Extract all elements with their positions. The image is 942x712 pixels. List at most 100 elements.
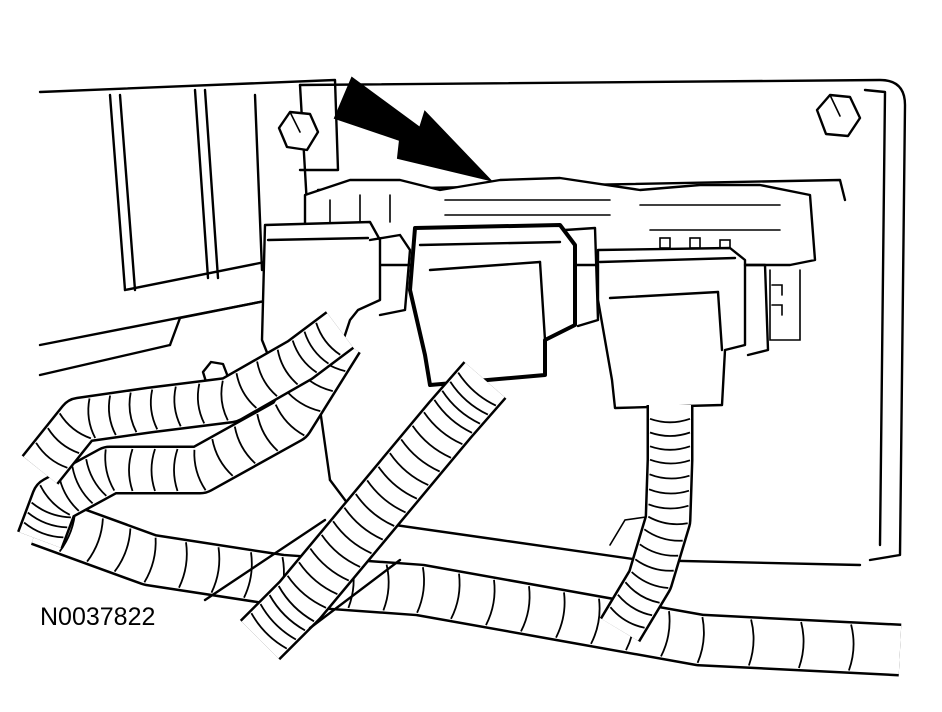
right-connector bbox=[596, 246, 770, 410]
left-harness-upper-ring bbox=[235, 373, 257, 409]
bottom-harness bbox=[30, 495, 902, 677]
center-harness-ring bbox=[309, 547, 350, 582]
right-harness-ring bbox=[649, 445, 691, 451]
right-harness-ring bbox=[649, 431, 691, 437]
center-harness-ring bbox=[277, 585, 315, 623]
bottom-harness-ring bbox=[178, 542, 188, 589]
mounting-bolt-right bbox=[815, 93, 862, 138]
left-harness-lower bbox=[17, 327, 361, 549]
center-harness bbox=[239, 361, 507, 661]
figure-id-label: N0037822 bbox=[40, 603, 156, 631]
center-harness-ring bbox=[250, 612, 288, 650]
leader-line bbox=[203, 518, 327, 602]
center-harness-ring bbox=[298, 561, 338, 596]
left-harness-upper-ring bbox=[149, 389, 159, 430]
leader-line-2 bbox=[308, 558, 402, 630]
right-harness-ring bbox=[648, 503, 689, 510]
left-harness-lower-ring bbox=[71, 466, 94, 505]
bottom-harness-ring bbox=[660, 610, 671, 657]
left-harness-lower-ring bbox=[104, 449, 116, 492]
left-harness-lower-ring bbox=[39, 484, 71, 516]
bottom-harness-ring bbox=[798, 621, 805, 669]
center-harness-ring bbox=[441, 390, 481, 425]
right-harness-ring bbox=[617, 594, 653, 617]
bottom-harness-ring bbox=[210, 547, 221, 594]
bottom-harness-ring bbox=[485, 579, 496, 626]
left-harness-lower-ring bbox=[128, 448, 134, 492]
left-harness-lower-ring bbox=[256, 413, 279, 452]
left-harness-upper-ring bbox=[256, 361, 278, 397]
left-harness-lower-ring bbox=[27, 511, 68, 529]
left-harness-upper-ring bbox=[220, 380, 229, 421]
left-connector bbox=[260, 220, 412, 357]
mounting-bolt-left bbox=[277, 110, 320, 152]
center-harness-ring bbox=[268, 594, 306, 632]
left-harness-upper-ring bbox=[276, 349, 299, 386]
center-harness-ring bbox=[332, 520, 372, 555]
right-harness bbox=[599, 405, 694, 643]
left-harness-upper-ring bbox=[303, 331, 330, 365]
bottom-harness-ring bbox=[520, 585, 531, 632]
center-harness-ring bbox=[366, 479, 406, 514]
center-harness-ring bbox=[259, 603, 297, 641]
right-harness-ring bbox=[631, 571, 669, 589]
left-harness-lower-ring bbox=[173, 448, 179, 492]
center-harness-ring bbox=[389, 452, 429, 486]
right-harness-ring bbox=[609, 606, 645, 629]
left-harness-lower-ring bbox=[85, 458, 107, 497]
transmission-housing bbox=[38, 78, 340, 377]
bottom-harness-ring bbox=[113, 528, 132, 573]
left-harness-upper-ring bbox=[315, 322, 341, 356]
center-harness-ring bbox=[457, 372, 497, 407]
left-harness-upper-ring bbox=[173, 386, 182, 427]
bottom-harness-ring bbox=[243, 552, 253, 599]
left-harness-upper-ring bbox=[108, 395, 117, 436]
center-harness-ring bbox=[343, 507, 384, 541]
center-harness-ring bbox=[433, 399, 473, 434]
locator-arrow bbox=[333, 76, 494, 182]
center-harness-ring bbox=[449, 381, 489, 416]
left-harness-lower-ring bbox=[193, 449, 207, 491]
right-harness-ring bbox=[649, 458, 691, 465]
bottom-harness-ring bbox=[696, 616, 705, 664]
right-harness-ring bbox=[649, 417, 691, 424]
center-harness-ring bbox=[411, 425, 452, 459]
right-harness-ring bbox=[649, 473, 690, 480]
bottom-harness-ring bbox=[86, 518, 104, 563]
right-harness-ring bbox=[634, 558, 674, 572]
bottom-harness-ring bbox=[450, 573, 461, 620]
left-harness-lower-ring bbox=[233, 426, 256, 465]
left-harness-upper-ring bbox=[58, 412, 92, 440]
right-harness-ring bbox=[648, 488, 690, 495]
left-harness-upper-ring bbox=[128, 392, 138, 433]
center-harness-ring bbox=[400, 438, 441, 473]
right-harness-ring bbox=[643, 528, 683, 542]
right-harness-ring bbox=[624, 581, 660, 604]
left-harness-lower-ring bbox=[150, 448, 156, 492]
left-harness-lower-ring bbox=[23, 521, 64, 539]
left-harness-lower-ring bbox=[211, 438, 234, 477]
bottom-harness-ring bbox=[748, 619, 755, 666]
center-harness-ring bbox=[377, 466, 418, 500]
bottom-harness-ring bbox=[416, 567, 425, 614]
left-harness-upper-ring bbox=[47, 427, 80, 454]
center-harness-ring bbox=[320, 534, 361, 568]
left-harness-upper-ring bbox=[291, 340, 318, 374]
bottom-harness-ring bbox=[848, 624, 855, 671]
center-harness-ring bbox=[423, 411, 463, 446]
bottom-harness-ring bbox=[555, 592, 566, 639]
left-harness-upper-ring bbox=[196, 383, 206, 424]
center-harness-ring bbox=[355, 493, 395, 527]
wiring-harnesses bbox=[17, 311, 902, 677]
center-harness-ring bbox=[286, 575, 327, 609]
right-harness-ring bbox=[639, 543, 679, 557]
left-harness-lower-ring bbox=[31, 501, 71, 519]
left-harness-upper-ring bbox=[87, 398, 96, 439]
center-connector bbox=[408, 223, 600, 387]
left-harness-lower-ring bbox=[274, 404, 305, 437]
bottom-harness-ring bbox=[590, 598, 601, 645]
left-harness-upper-ring bbox=[35, 442, 68, 469]
right-harness-ring bbox=[647, 515, 688, 526]
